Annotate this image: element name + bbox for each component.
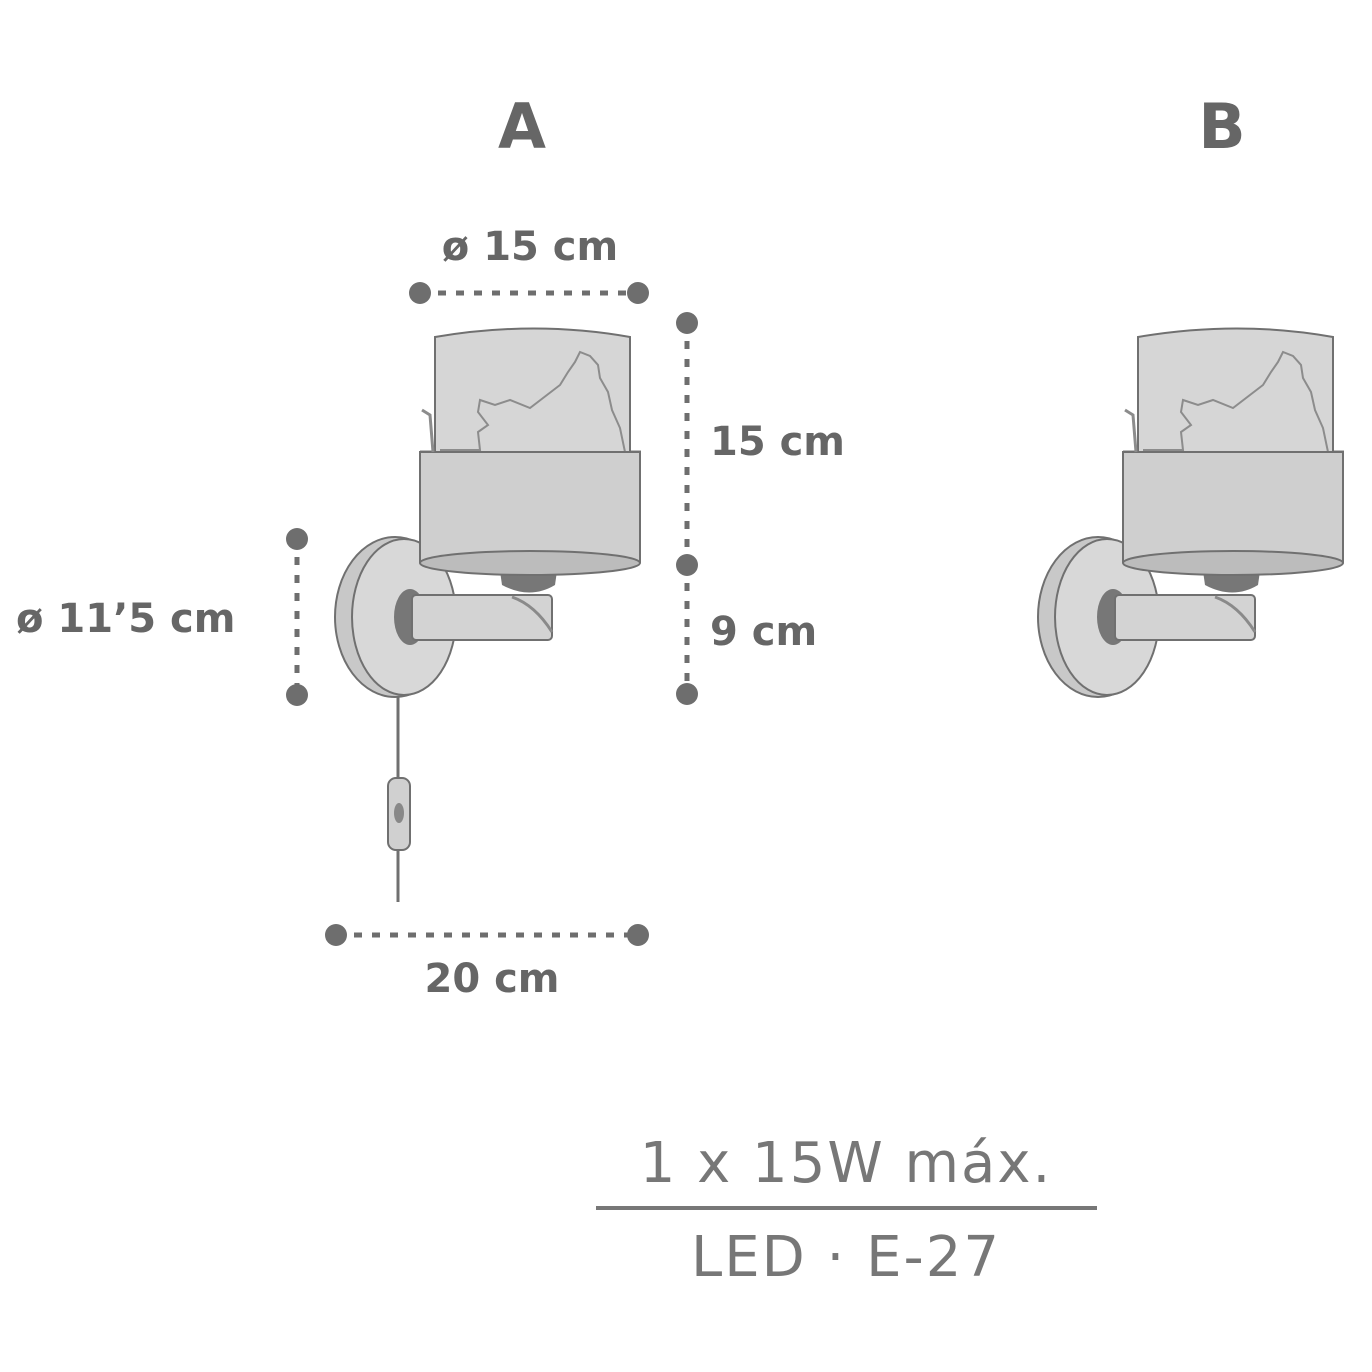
variant-b-label: B	[1198, 90, 1245, 163]
arm-height-dimension: 9 cm	[676, 565, 817, 705]
lamp-a-illustration	[333, 327, 643, 902]
shade-height-label: 15 cm	[710, 419, 845, 465]
depth-dimension: 20 cm	[325, 924, 649, 1002]
base-diameter-label: ø 11’5 cm	[16, 596, 235, 642]
bulb-type-label: LED · E-27	[691, 1225, 1001, 1290]
shade-diameter-dimension: ø 15 cm	[409, 224, 649, 304]
shade-height-dimension: 15 cm	[676, 312, 845, 576]
depth-label: 20 cm	[425, 956, 560, 1002]
power-spec-label: 1 x 15W máx.	[640, 1131, 1053, 1196]
lamp-b-illustration	[1036, 327, 1346, 699]
arm-height-label: 9 cm	[710, 609, 817, 655]
bulb-spec: 1 x 15W máx. LED · E-27	[596, 1131, 1097, 1290]
shade-diameter-label: ø 15 cm	[442, 224, 618, 270]
variant-a-label: A	[498, 90, 546, 163]
base-diameter-dimension: ø 11’5 cm	[16, 528, 308, 706]
